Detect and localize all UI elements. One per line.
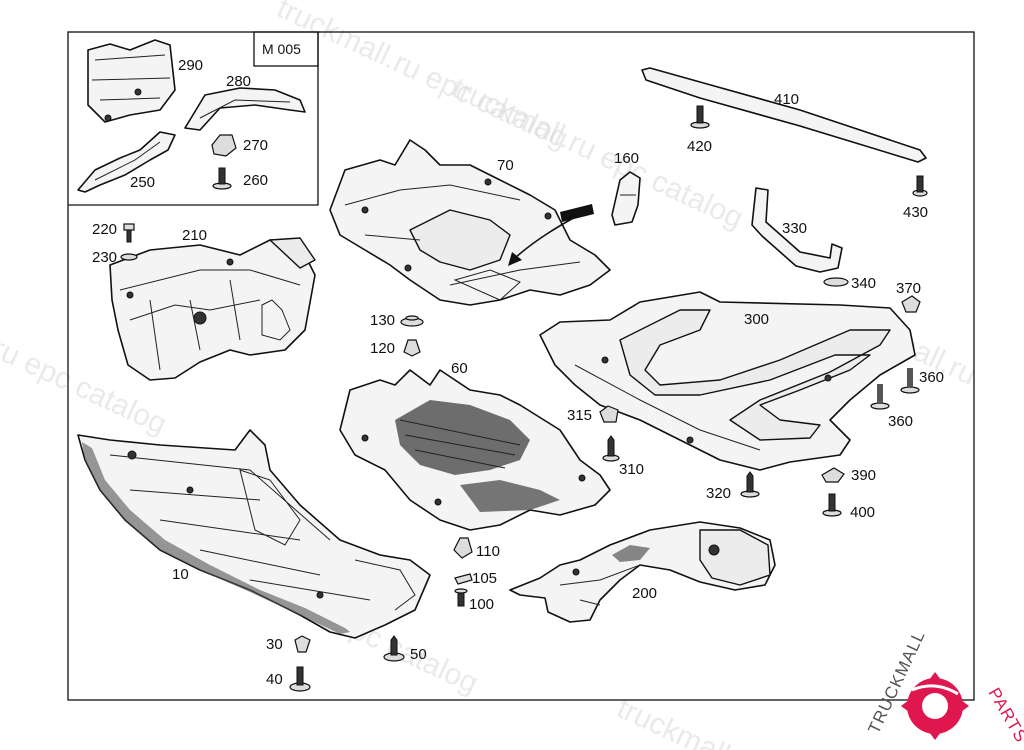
part-100[interactable] bbox=[454, 588, 468, 607]
callout-315: 315 bbox=[567, 407, 592, 424]
callout-30: 30 bbox=[266, 636, 283, 653]
part-300[interactable] bbox=[539, 291, 916, 471]
callout-220: 220 bbox=[92, 221, 117, 238]
part-110[interactable] bbox=[453, 537, 473, 559]
callout-370: 370 bbox=[896, 280, 921, 297]
callout-300: 300 bbox=[744, 311, 769, 328]
part-10[interactable] bbox=[77, 429, 431, 639]
part-430[interactable] bbox=[912, 175, 928, 197]
callout-105: 105 bbox=[472, 570, 497, 587]
part-30[interactable] bbox=[294, 635, 311, 653]
part-315[interactable] bbox=[599, 405, 619, 423]
part-360b[interactable] bbox=[870, 384, 890, 410]
callout-230: 230 bbox=[92, 249, 117, 266]
part-320[interactable] bbox=[740, 471, 760, 498]
callout-60: 60 bbox=[451, 360, 468, 377]
arrow-indicator bbox=[508, 204, 594, 266]
group-code: M 005 bbox=[262, 41, 301, 57]
part-390[interactable] bbox=[821, 467, 845, 483]
part-230[interactable] bbox=[120, 253, 138, 261]
callout-330: 330 bbox=[782, 220, 807, 237]
part-210[interactable] bbox=[109, 237, 316, 381]
callout-270: 270 bbox=[243, 137, 268, 154]
part-105[interactable] bbox=[454, 573, 473, 585]
part-310[interactable] bbox=[602, 435, 620, 462]
callout-110: 110 bbox=[476, 543, 500, 560]
part-400[interactable] bbox=[822, 493, 842, 517]
part-220[interactable] bbox=[123, 223, 135, 243]
callout-120: 120 bbox=[370, 340, 395, 357]
callout-320: 320 bbox=[706, 485, 731, 502]
part-280[interactable] bbox=[184, 87, 306, 131]
callout-360-a: 360 bbox=[919, 369, 944, 386]
callout-430: 430 bbox=[903, 204, 928, 221]
callout-260: 260 bbox=[243, 172, 268, 189]
brand-logo: TRUCKMALL PARTS bbox=[864, 627, 1024, 746]
part-370[interactable] bbox=[901, 295, 921, 313]
part-40[interactable] bbox=[289, 666, 311, 692]
callout-400: 400 bbox=[850, 504, 875, 521]
part-250[interactable] bbox=[77, 131, 176, 193]
part-420[interactable] bbox=[690, 105, 710, 129]
group-code-box bbox=[253, 31, 319, 67]
part-50[interactable] bbox=[383, 635, 405, 662]
callout-200: 200 bbox=[632, 585, 657, 602]
callout-40: 40 bbox=[266, 671, 283, 688]
callout-70: 70 bbox=[497, 157, 514, 174]
callout-390: 390 bbox=[851, 467, 876, 484]
part-120[interactable] bbox=[403, 339, 421, 357]
part-260[interactable] bbox=[212, 167, 232, 190]
callout-250: 250 bbox=[130, 174, 155, 191]
callout-160: 160 bbox=[614, 150, 639, 167]
part-160[interactable] bbox=[611, 171, 641, 226]
part-70[interactable] bbox=[329, 139, 611, 306]
brand-name-part2: PARTS bbox=[985, 685, 1024, 747]
callout-50: 50 bbox=[410, 646, 427, 663]
part-410[interactable] bbox=[641, 67, 927, 163]
part-200[interactable] bbox=[509, 521, 776, 623]
inset-frame bbox=[68, 32, 319, 206]
part-130[interactable] bbox=[400, 315, 424, 327]
diagram-frame bbox=[67, 31, 975, 701]
part-60[interactable] bbox=[339, 369, 611, 531]
callout-310: 310 bbox=[619, 461, 644, 478]
part-340[interactable] bbox=[823, 277, 849, 287]
callout-420: 420 bbox=[687, 138, 712, 155]
part-290[interactable] bbox=[87, 39, 176, 123]
callout-280: 280 bbox=[226, 73, 251, 90]
gear-icon bbox=[901, 672, 969, 740]
part-360a[interactable] bbox=[900, 368, 920, 394]
callout-10: 10 bbox=[172, 566, 189, 583]
part-270[interactable] bbox=[211, 134, 237, 157]
callout-410: 410 bbox=[774, 91, 799, 108]
part-330[interactable] bbox=[751, 187, 843, 273]
callout-290: 290 bbox=[178, 57, 203, 74]
callout-340: 340 bbox=[851, 275, 876, 292]
callout-360-b: 360 bbox=[888, 413, 913, 430]
callout-130: 130 bbox=[370, 312, 395, 329]
callout-100: 100 bbox=[469, 596, 494, 613]
callout-210: 210 bbox=[182, 227, 207, 244]
